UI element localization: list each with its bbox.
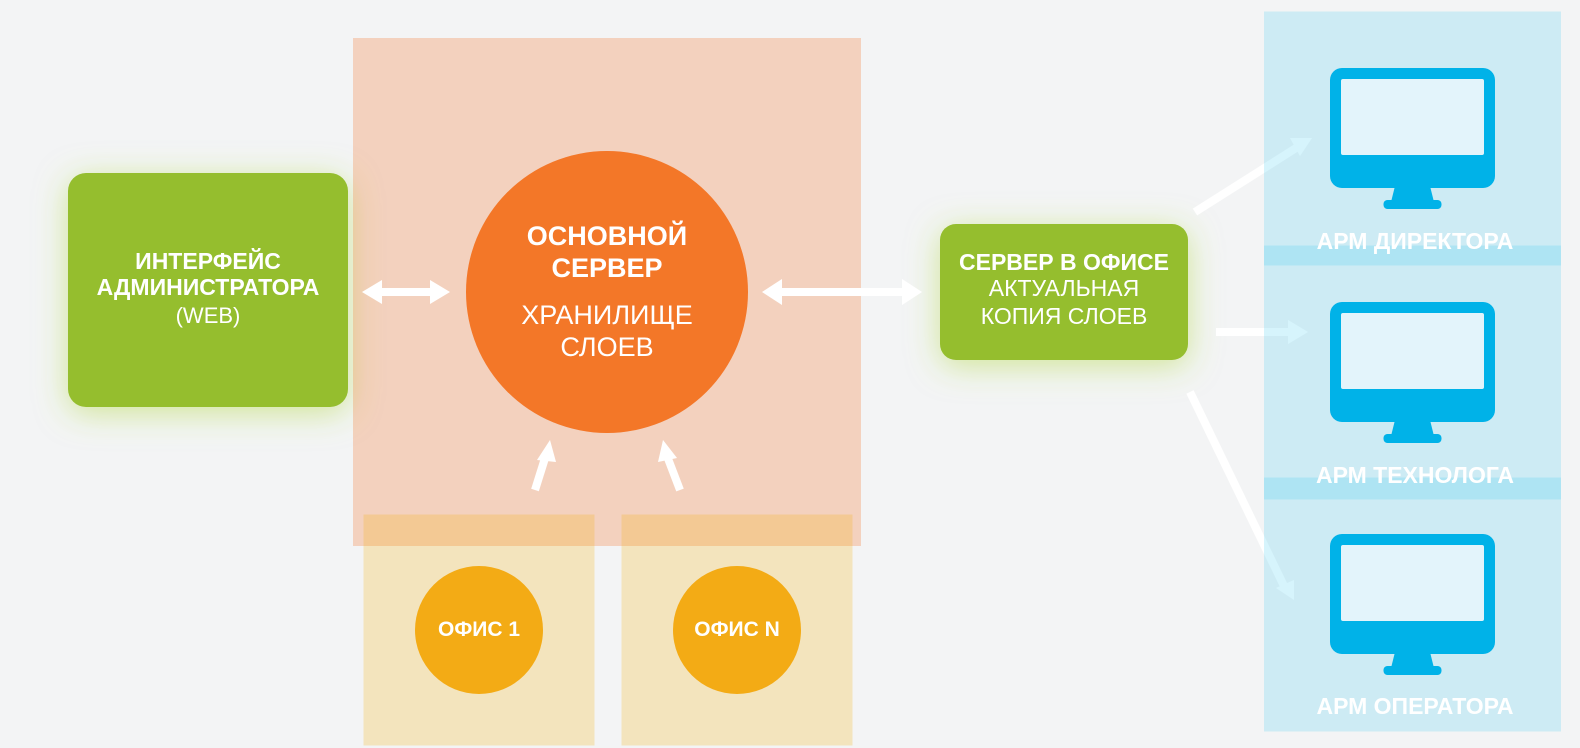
arrow-office1-main [531, 440, 556, 492]
office-server-box [940, 224, 1188, 360]
arrow-officen-main [658, 440, 684, 492]
monitor-icon [1330, 302, 1495, 443]
arrow-office-wk2 [1216, 320, 1308, 344]
admin-interface-box [68, 173, 348, 407]
office-1-circle [415, 566, 543, 694]
main-server-circle [466, 151, 748, 433]
arrow-office-wk3 [1186, 390, 1294, 600]
arrow-office-wk1 [1192, 138, 1312, 216]
arrow-main-office-server [762, 279, 922, 305]
monitor-icon [1330, 68, 1495, 209]
monitor-icon [1330, 534, 1495, 675]
office-n-circle [673, 566, 801, 694]
arrow-admin-main [362, 280, 450, 304]
